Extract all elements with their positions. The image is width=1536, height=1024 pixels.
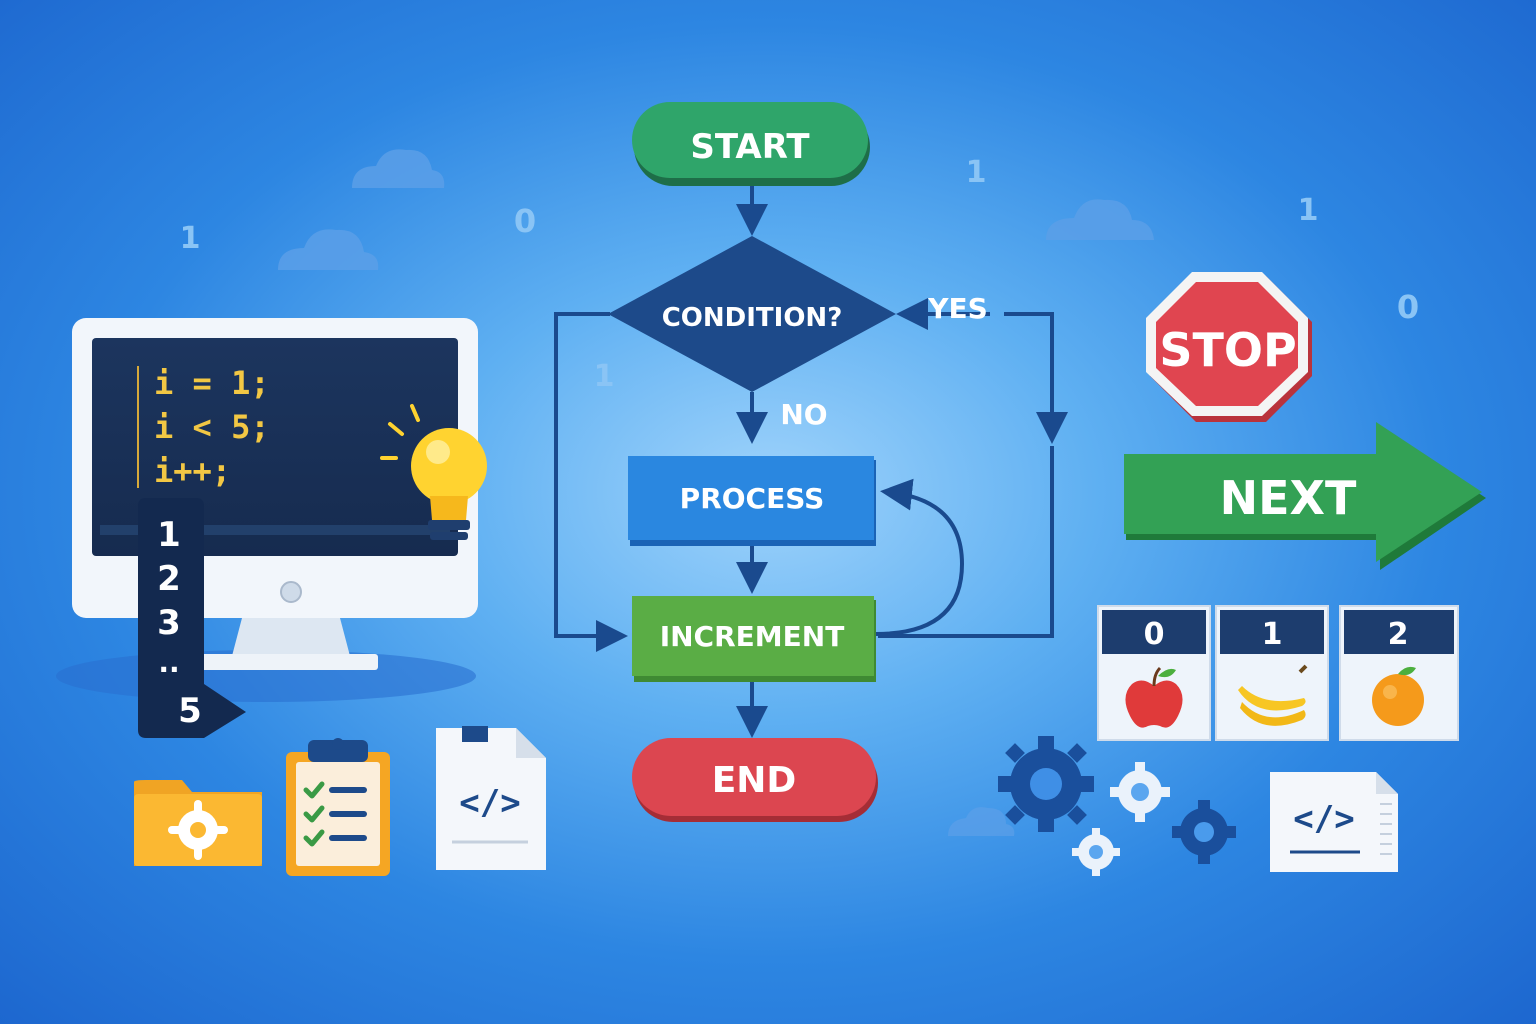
process-node [628, 456, 876, 546]
flowchart-connectors [554, 182, 1068, 738]
counter-number: 1 [157, 515, 181, 555]
increment-node [632, 596, 876, 682]
code-file-icon [1270, 772, 1398, 872]
folder-gear-icon [134, 780, 262, 866]
array-index: 2 [1388, 617, 1409, 652]
stop-sign-icon [1146, 272, 1312, 422]
binary-digit: 1 [594, 359, 615, 394]
cloud-icon [948, 807, 1015, 836]
lightbulb-icon [380, 404, 487, 540]
binary-digit: 1 [180, 221, 201, 256]
cloud-icon [1046, 199, 1154, 240]
clipboard-checklist-icon [286, 738, 390, 876]
cloud-icon [278, 229, 379, 270]
array-index: 1 [1262, 617, 1283, 652]
binary-digit: 0 [1397, 288, 1419, 326]
binary-digit: 0 [514, 202, 536, 240]
binary-digit: 1 [966, 155, 987, 190]
stop-label: STOP [1159, 323, 1296, 377]
increment-label: INCREMENT [660, 620, 845, 653]
code-file-label: </> [1293, 799, 1354, 839]
code-line-increment: i++; [154, 452, 231, 490]
condition-node [608, 236, 896, 392]
code-line-init: i = 1; [154, 364, 270, 402]
gears-icon [998, 736, 1236, 876]
code-file-icon [436, 726, 546, 870]
orange-icon [1372, 666, 1424, 726]
next-arrow-icon [1124, 422, 1486, 570]
process-label: PROCESS [680, 482, 825, 515]
counter-ellipsis: .. [158, 646, 179, 679]
start-label: START [690, 127, 810, 167]
array-index: 0 [1144, 617, 1165, 652]
no-label: NO [780, 398, 827, 431]
cloud-icon [352, 149, 445, 188]
start-node [632, 102, 870, 186]
yes-label: YES [927, 292, 988, 325]
banana-icon [1238, 664, 1308, 726]
apple-icon [1125, 666, 1183, 728]
code-file-label: </> [459, 783, 520, 823]
array-card-0 [1097, 605, 1211, 741]
code-line-condition: i < 5; [154, 408, 270, 446]
condition-label: CONDITION? [662, 303, 843, 333]
end-node [632, 738, 878, 822]
counter-number: 3 [157, 603, 181, 643]
counter-number: 5 [178, 691, 202, 731]
binary-digit: 1 [1298, 193, 1319, 228]
counter-number: 2 [157, 559, 181, 599]
end-label: END [712, 760, 797, 801]
next-label: NEXT [1220, 471, 1357, 525]
counter-strip [138, 498, 246, 738]
